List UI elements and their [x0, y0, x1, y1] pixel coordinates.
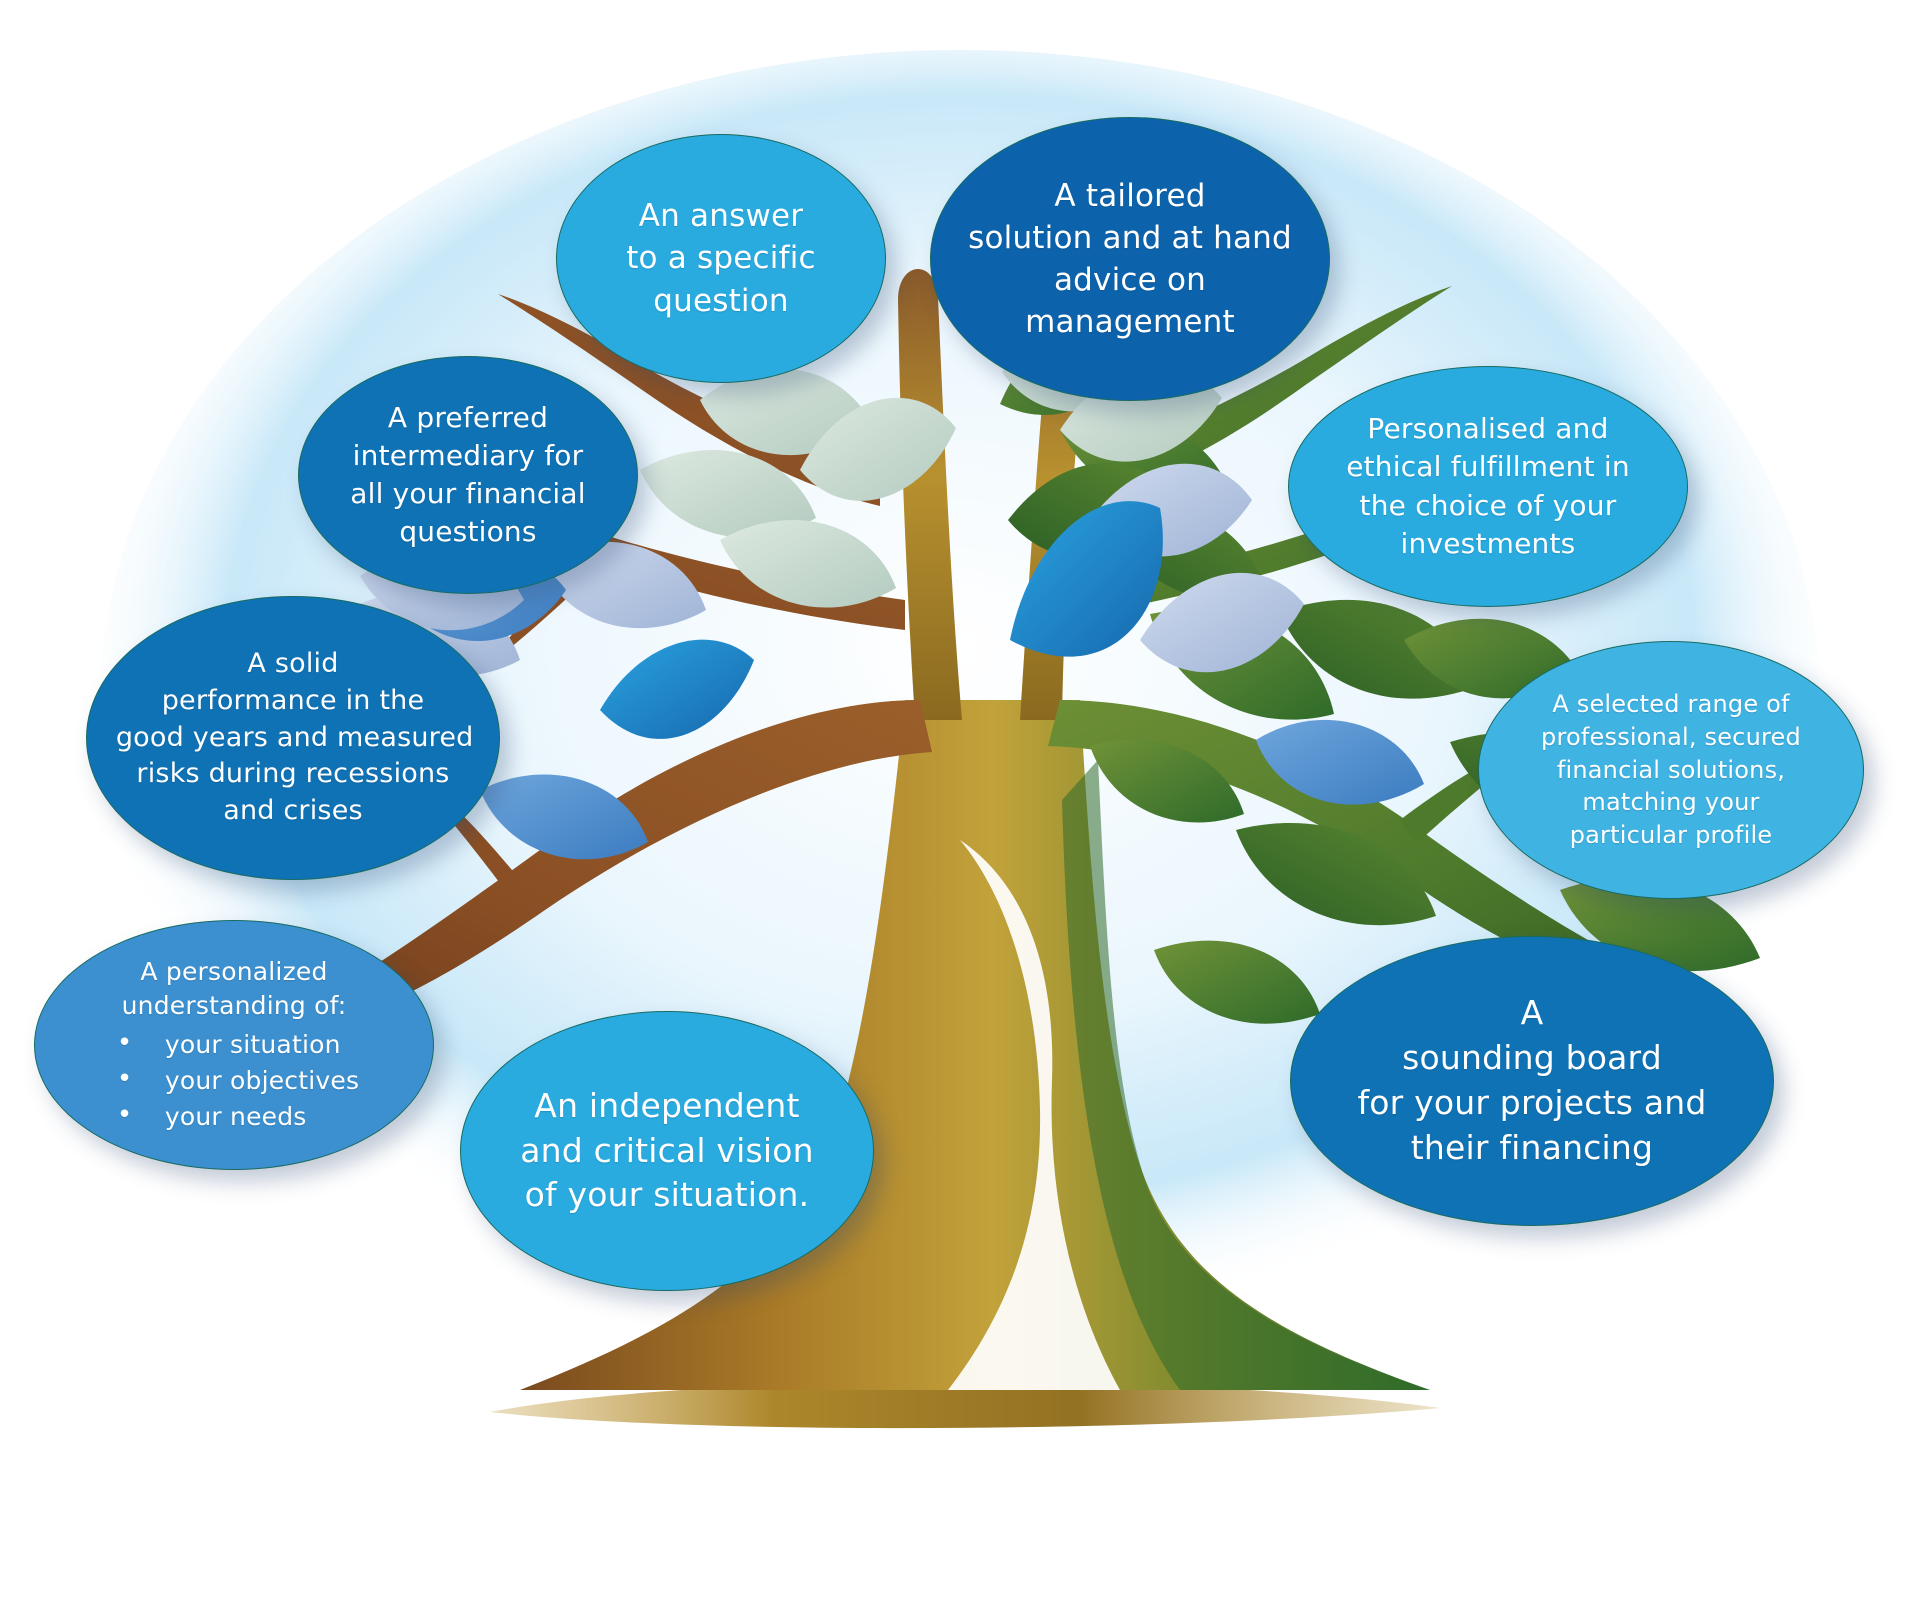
list-item: your situation: [109, 1025, 405, 1063]
callout-independent-line-1: An independent: [534, 1085, 800, 1125]
callout-selected-text: A selected range of professional, secure…: [1506, 688, 1836, 851]
callout-independent-text: An independent and critical vision of yo…: [490, 1084, 844, 1219]
callout-tailored-line-2: solution and at hand: [968, 219, 1292, 256]
callout-intermediary-line-3: all your financial: [350, 477, 586, 510]
callout-selected-line-2: professional, secured: [1541, 723, 1801, 752]
callout-personalized-text: A personalized understanding of: your si…: [63, 955, 405, 1136]
callout-sounding-line-3: for your projects and: [1357, 1083, 1707, 1122]
callout-sounding-board[interactable]: A sounding board for your projects and t…: [1290, 936, 1774, 1226]
callout-selected-line-3: financial solutions,: [1556, 755, 1786, 784]
list-item: your needs: [109, 1097, 405, 1135]
callout-personalized-bullet-list: your situation your objectives your need…: [63, 1025, 405, 1136]
callout-tailored-text: A tailored solution and at hand advice o…: [959, 175, 1301, 344]
tree-trunk: [520, 700, 1430, 1390]
ground-shadow: [490, 1381, 1440, 1429]
callout-selected-line-4: matching your: [1582, 788, 1760, 817]
callout-independent-vision[interactable]: An independent and critical vision of yo…: [460, 1011, 874, 1291]
callout-answer-line-2: to a specific: [626, 240, 816, 277]
callout-independent-line-2: and critical vision: [520, 1130, 814, 1170]
callout-personalised-line-4: investments: [1400, 526, 1576, 560]
callout-tailored[interactable]: A tailored solution and at hand advice o…: [930, 117, 1330, 401]
callout-solid-line-5: and crises: [223, 795, 363, 827]
callout-solid-line-4: risks during recessions: [136, 758, 450, 790]
callout-answer-text: An answer to a specific question: [580, 195, 862, 321]
callout-selected-line-1: A selected range of: [1552, 690, 1790, 719]
callout-intermediary-text: A preferred intermediary for all your fi…: [323, 399, 614, 551]
callout-independent-line-3: of your situation.: [524, 1175, 810, 1215]
callout-intermediary-line-2: intermediary for: [352, 438, 584, 472]
callout-intermediary[interactable]: A preferred intermediary for all your fi…: [298, 356, 638, 594]
callout-solid[interactable]: A solid performance in the good years an…: [86, 596, 500, 880]
list-item: your objectives: [109, 1061, 405, 1099]
callout-answer-line-3: question: [653, 282, 789, 319]
callout-tailored-line-3: advice on: [1053, 262, 1206, 298]
callout-personalized-line-2: understanding of:: [121, 990, 347, 1020]
callout-personalised-line-3: the choice of your: [1359, 488, 1617, 522]
callout-selected[interactable]: A selected range of professional, secure…: [1478, 641, 1864, 899]
callout-sounding-line-1: A: [1520, 993, 1544, 1033]
callout-tailored-line-1: A tailored: [1054, 177, 1206, 214]
callout-personalized-line-1: A personalized: [140, 956, 328, 986]
callout-solid-line-2: performance in the: [161, 684, 425, 716]
callout-sounding-text: A sounding board for your projects and t…: [1325, 991, 1740, 1171]
callout-personalised-line-1: Personalised and: [1367, 412, 1609, 446]
callout-sounding-line-2: sounding board: [1402, 1038, 1662, 1078]
callout-tailored-line-4: management: [1025, 304, 1235, 341]
callout-solid-line-3: good years and measured: [115, 721, 474, 753]
callout-solid-text: A solid performance in the good years an…: [115, 646, 474, 830]
callout-intermediary-line-1: A preferred: [387, 400, 549, 434]
callout-selected-line-5: particular profile: [1569, 820, 1773, 849]
callout-intermediary-line-4: questions: [399, 515, 537, 549]
callout-personalised[interactable]: Personalised and ethical fulfillment in …: [1288, 366, 1688, 607]
callout-personalised-text: Personalised and ethical fulfillment in …: [1317, 410, 1659, 562]
callout-answer[interactable]: An answer to a specific question: [556, 134, 886, 383]
callout-personalized-understanding[interactable]: A personalized understanding of: your si…: [34, 920, 434, 1170]
callout-sounding-line-4: their financing: [1410, 1127, 1654, 1167]
callout-personalised-line-2: ethical fulfillment in: [1346, 450, 1630, 484]
callout-answer-line-1: An answer: [638, 198, 804, 235]
callout-solid-line-1: A solid: [247, 648, 339, 680]
